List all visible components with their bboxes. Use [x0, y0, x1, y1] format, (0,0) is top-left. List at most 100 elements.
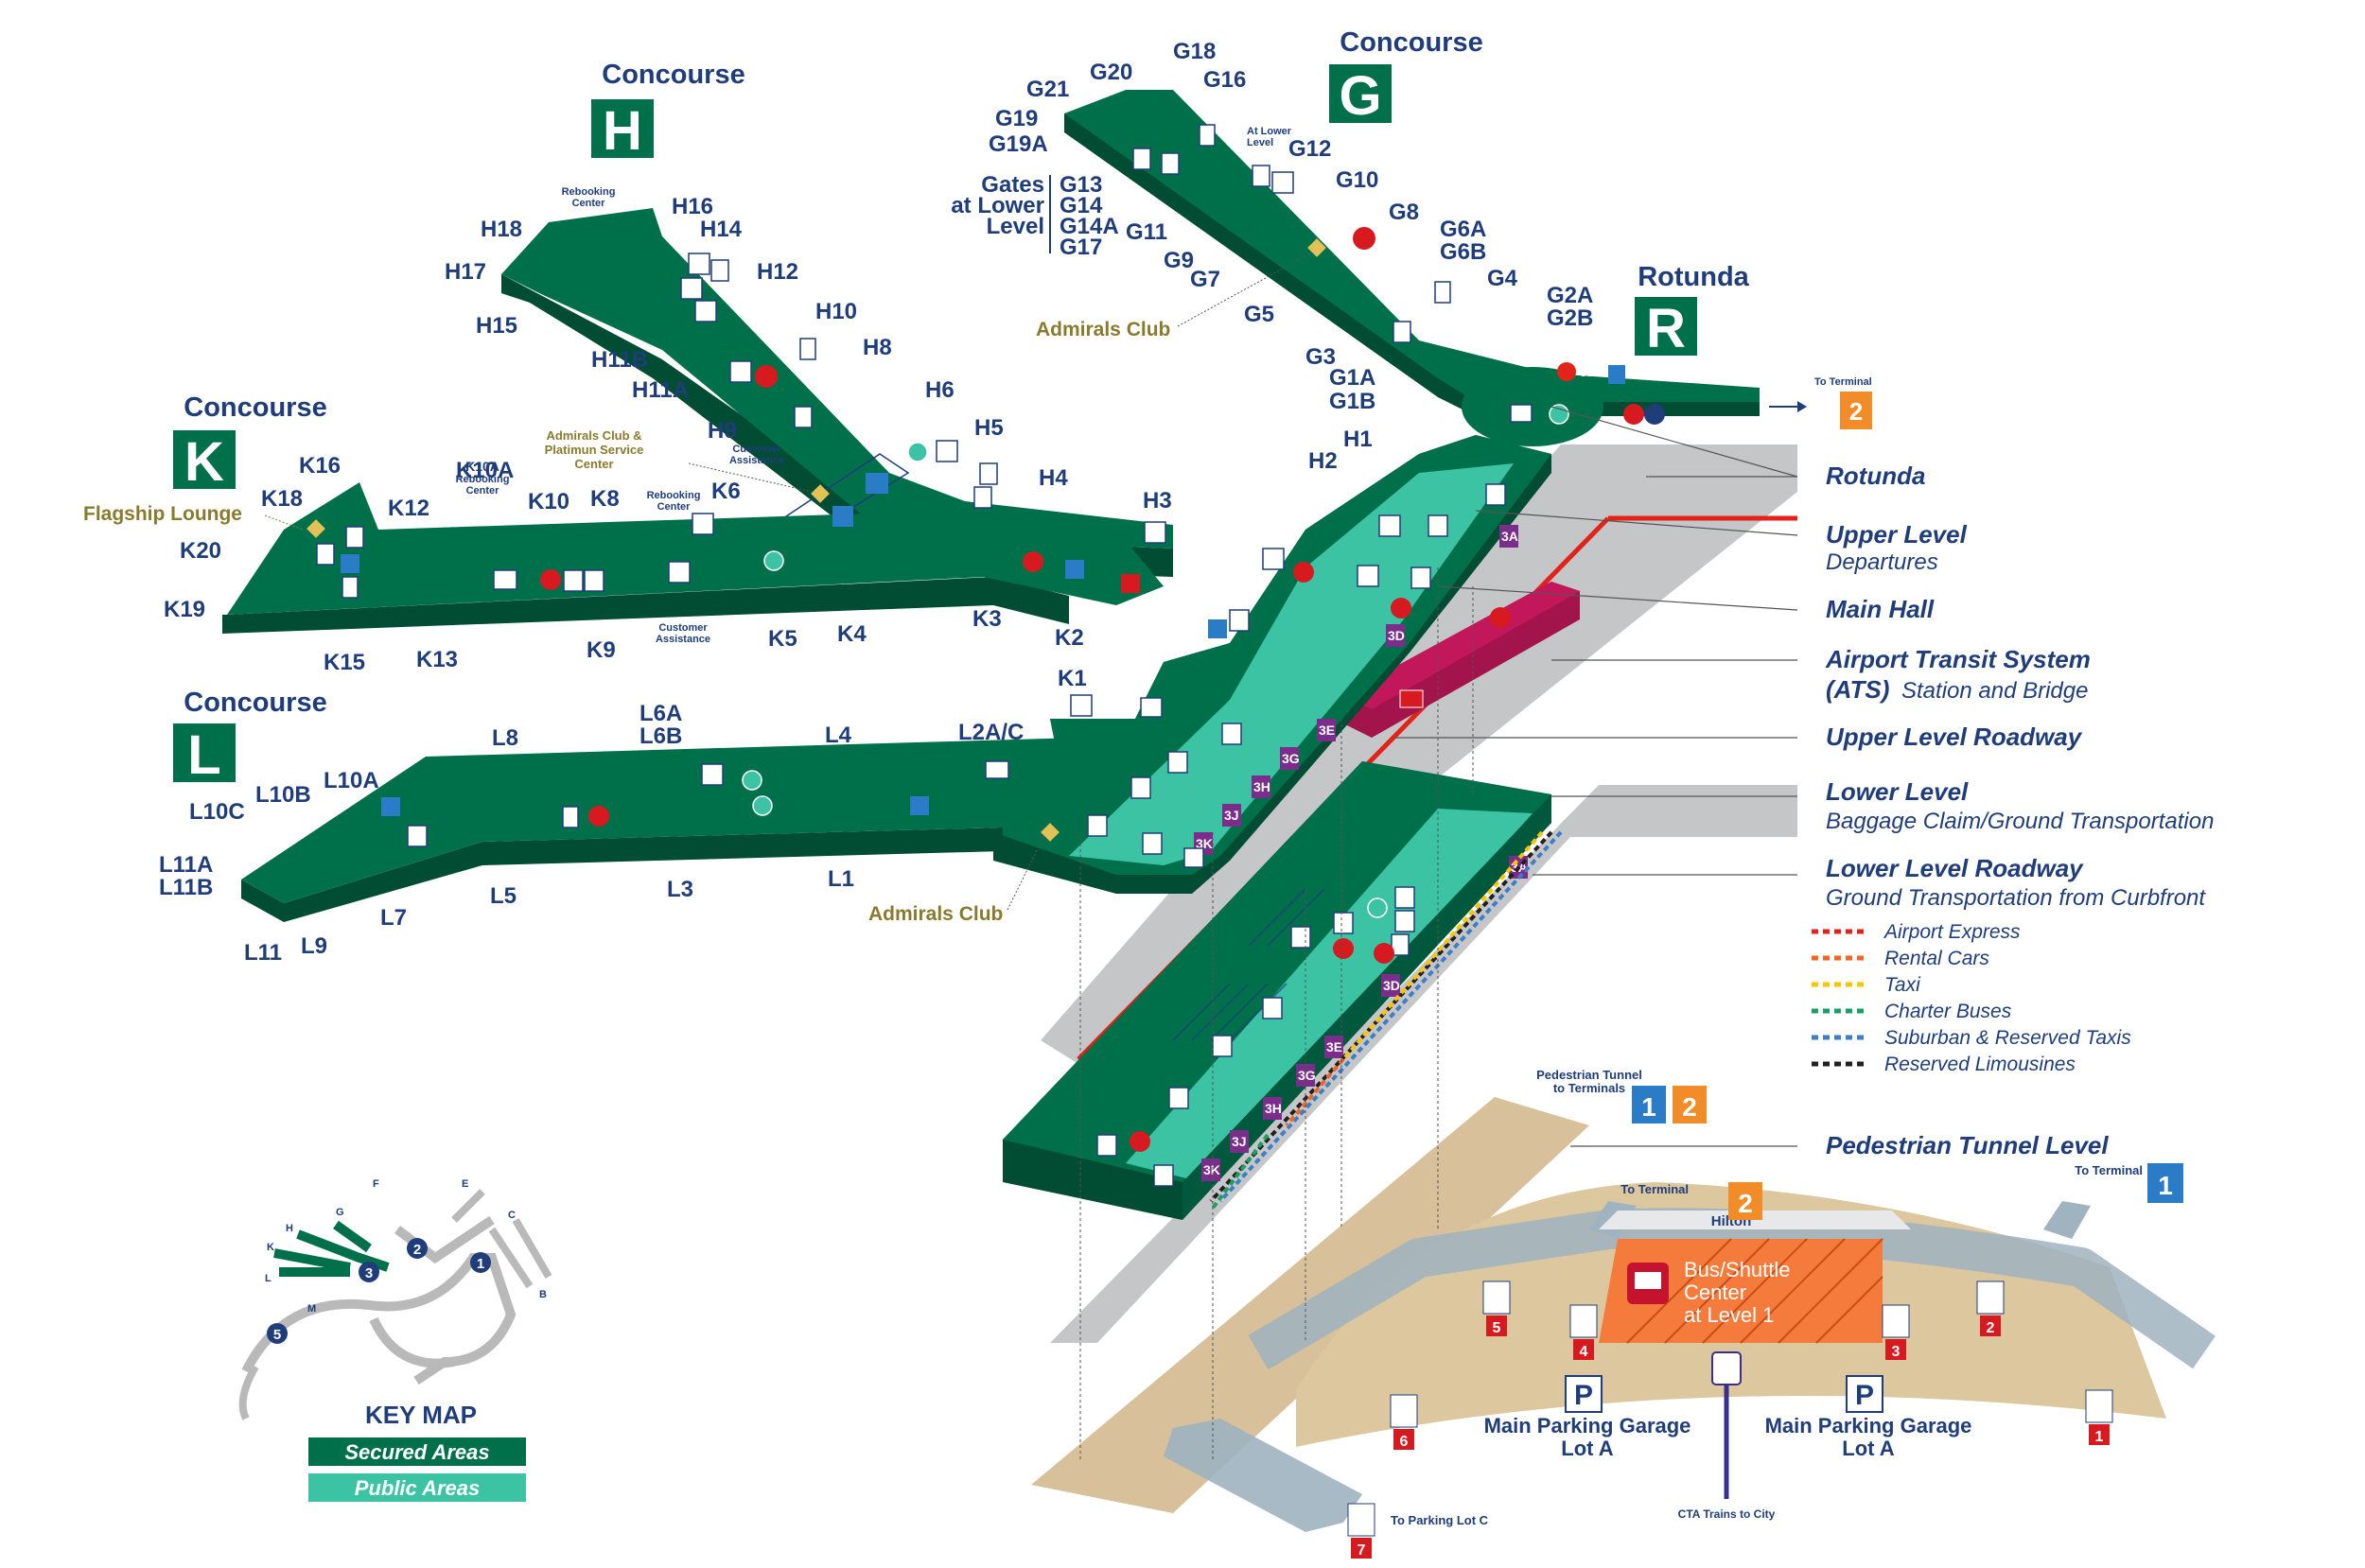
gate-label: G7 — [1190, 267, 1220, 292]
aed-icon — [1130, 1131, 1150, 1152]
svg-text:3A: 3A — [1501, 529, 1518, 544]
svg-text:K: K — [267, 1242, 274, 1253]
restroom-icon — [729, 360, 752, 383]
gate-label: H16 — [672, 194, 713, 219]
restroom-icon — [1087, 814, 1108, 837]
svg-text:Ground Transportation from Cur: Ground Transportation from Curbfront — [1826, 885, 2206, 911]
admirals-club-marker — [1307, 238, 1326, 257]
svg-text:H: H — [603, 100, 642, 162]
restroom-icon — [688, 253, 710, 275]
gate-label: L10C — [189, 799, 245, 825]
restroom-icon — [1262, 997, 1283, 1019]
gate-label: K1 — [1058, 666, 1087, 691]
svg-text:H: H — [286, 1223, 293, 1234]
svg-text:5: 5 — [1493, 1320, 1501, 1336]
gate-label: K10 — [528, 489, 569, 514]
restroom-icon — [1229, 609, 1250, 632]
aed-icon — [1391, 598, 1411, 618]
secured-areas-label: Secured Areas — [344, 1440, 489, 1464]
key-map: 1 2 3 5 F E C G H K L M B KEY MAP Secure… — [238, 1178, 552, 1502]
elevator-markers: 1 2 3 4 5 6 7 — [1347, 1281, 2113, 1559]
gate-label: G11 — [1126, 219, 1167, 245]
exchange-icon — [866, 473, 888, 494]
svg-text:Concourse: Concourse — [184, 688, 326, 718]
svg-text:6: 6 — [1400, 1434, 1409, 1450]
mail-icon — [985, 760, 1009, 779]
legend-label: Charter Buses — [1884, 1001, 2012, 1022]
svg-text:Station and Bridge: Station and Bridge — [1901, 678, 2088, 704]
gate-label: L9 — [301, 933, 327, 959]
svg-text:3J: 3J — [1224, 808, 1239, 823]
svg-text:2: 2 — [1682, 1092, 1697, 1122]
restroom-icon — [1410, 566, 1431, 589]
gate-label: G5 — [1244, 302, 1274, 327]
svg-text:2: 2 — [413, 1242, 421, 1258]
svg-text:4: 4 — [1580, 1344, 1588, 1360]
gate-label: K10A — [456, 458, 514, 483]
svg-text:L: L — [265, 1273, 272, 1284]
gate-label: L5 — [490, 883, 517, 909]
gate-label: H8 — [863, 335, 892, 360]
svg-text:1: 1 — [477, 1256, 484, 1272]
svg-text:R: R — [1646, 298, 1686, 359]
restroom-icon — [1167, 751, 1188, 774]
concourse-k — [222, 482, 1164, 634]
svg-text:1: 1 — [1641, 1092, 1656, 1122]
lower-level-roadway — [1050, 785, 1797, 1343]
gate-label: L7 — [380, 905, 407, 931]
gate-label: L11A — [159, 852, 213, 878]
rotunda-header: Rotunda R — [1635, 262, 1750, 359]
svg-text:3G: 3G — [1298, 1068, 1316, 1083]
svg-text:Baggage Claim/Ground Transport: Baggage Claim/Ground Transportation — [1826, 809, 2214, 834]
phone-icon — [799, 338, 816, 360]
restroom-icon — [345, 526, 364, 549]
shop-icon — [763, 550, 784, 571]
restroom-icon — [701, 763, 724, 786]
phone-icon — [342, 576, 359, 599]
shop-icon — [1549, 404, 1569, 425]
restroom-icon — [680, 277, 703, 300]
svg-text:F: F — [373, 1178, 379, 1190]
restroom-icon — [973, 486, 992, 509]
restroom-icon — [1144, 521, 1166, 544]
transfer-icon — [381, 797, 400, 816]
gate-label: H14 — [700, 217, 743, 242]
legend-label: Suburban & Reserved Taxis — [1884, 1027, 2131, 1049]
gate-label: K3 — [972, 606, 1002, 632]
to-terminal-1-badge — [2147, 1163, 2183, 1203]
shop-icon — [742, 770, 762, 791]
svg-text:B: B — [539, 1289, 547, 1300]
gate-label: G6A — [1440, 217, 1486, 242]
svg-text:M: M — [307, 1303, 316, 1315]
gate-label: G10 — [1336, 167, 1378, 193]
gate-label: K8 — [590, 486, 620, 512]
restroom-icon — [1153, 1164, 1174, 1187]
gate-labels-h: H18 H16 H14 H17 H15 H12 H10 H8 H11B H11A… — [445, 194, 1373, 514]
gate-label: H17 — [445, 259, 486, 285]
restroom-icon — [1168, 1087, 1189, 1109]
restroom-icon — [1428, 514, 1448, 537]
gate-label: L4 — [825, 723, 852, 748]
restroom-icon — [1485, 483, 1506, 506]
svg-text:3K: 3K — [1203, 1162, 1220, 1177]
legend-label: Airport Express — [1883, 921, 2021, 943]
gate-label: K9 — [587, 637, 616, 663]
gate-label: L11B — [159, 875, 213, 900]
restroom-icon — [710, 259, 729, 282]
svg-text:1: 1 — [2158, 1171, 2173, 1200]
parking-sign-left — [1565, 1375, 1603, 1413]
transfer-icon — [832, 506, 853, 527]
svg-text:3K: 3K — [1196, 836, 1213, 851]
gate-label: G4 — [1487, 266, 1518, 291]
gate-label: L11 — [244, 940, 282, 966]
help-icon — [1374, 943, 1394, 964]
gate-label: G3 — [1305, 344, 1336, 370]
admirals-club-marker — [811, 484, 830, 503]
